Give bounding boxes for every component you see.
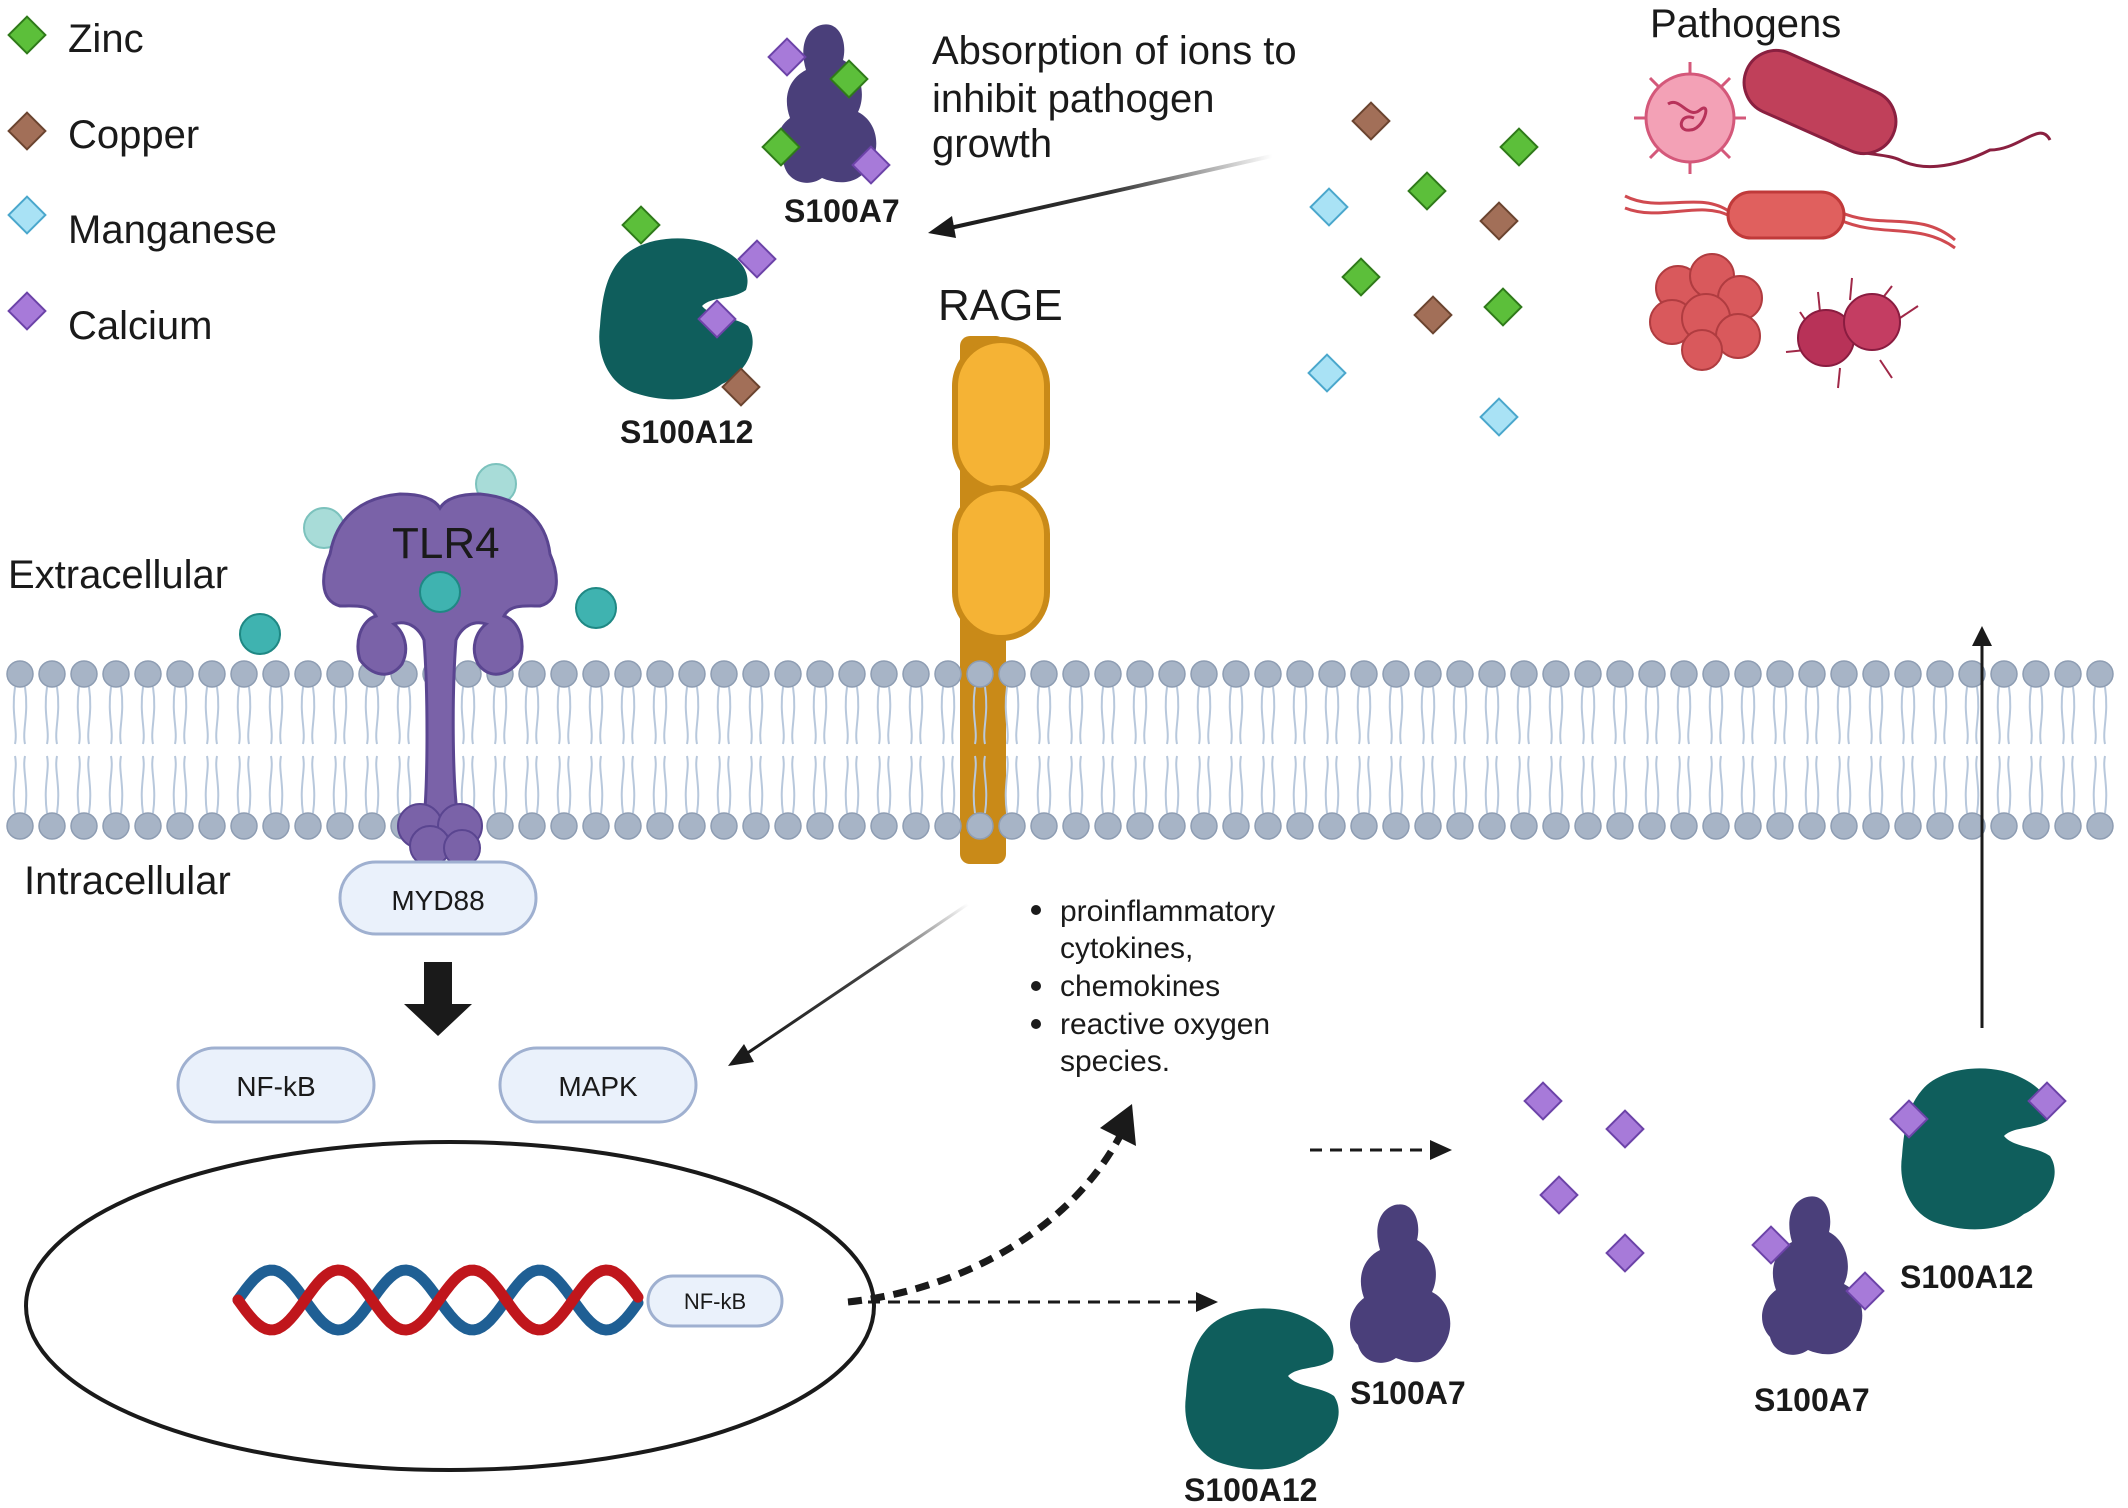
s100a12-bottom-protein: [1185, 1308, 1339, 1470]
mapk-pill: MAPK: [498, 1046, 698, 1124]
nucleus-to-effects-dotted-arrow: [847, 1134, 1124, 1306]
free-ions-top: [1307, 101, 1539, 437]
s100a7-right-protein: [1751, 1196, 1885, 1355]
intracellular-label: Intracellular: [24, 859, 231, 903]
bullet-3-line1: reactive oxygen: [1060, 1008, 1270, 1041]
rage-to-mapk-arrow-head: [728, 1044, 754, 1066]
bacterium-diplococcus-icon: [1785, 277, 1919, 389]
bullet-1-line2: cytokines,: [1060, 932, 1193, 965]
copper-swatch: [7, 111, 47, 151]
legend-label-manganese: Manganese: [68, 208, 277, 252]
legend-label-zinc: Zinc: [68, 17, 144, 61]
legend: Zinc Copper Manganese Calcium: [7, 15, 277, 348]
extracellular-label: Extracellular: [8, 553, 228, 597]
nfkb-label: NF-kB: [236, 1071, 315, 1102]
s100a12-right-label: S100A12: [1900, 1259, 2033, 1295]
rage-domain-upper: [952, 337, 1050, 493]
legend-item-manganese: Manganese: [7, 195, 277, 252]
thick-down-arrow: [404, 962, 472, 1036]
absorption-text-line2: inhibit pathogen: [932, 77, 1214, 121]
tlr4-receptor: [322, 492, 558, 867]
mapk-label: MAPK: [558, 1071, 638, 1102]
s100a12-right-protein: [1889, 1068, 2067, 1230]
s100a7-top-label: S100A7: [784, 193, 900, 229]
virus-icon: [1634, 62, 1746, 174]
s100a12-top-label: S100A12: [620, 414, 753, 450]
secretion-up-arrow-head: [1972, 626, 1992, 646]
free-calcium-ions: [1523, 1081, 1645, 1273]
s100a7-bottom-protein: [1350, 1204, 1451, 1363]
nfkb-dna-pill: NF-kB: [646, 1274, 784, 1328]
calcium-swatch: [7, 291, 47, 331]
dna-helix: [232, 1264, 644, 1336]
absorption-arrow: [949, 154, 1273, 230]
bacterium-flagellated-icon: [1624, 190, 1956, 250]
bullet-2-line1: chemokines: [1060, 970, 1220, 1003]
nucleus: [24, 1140, 876, 1472]
cell-membrane: [6, 660, 2114, 840]
absorption-text-line1: Absorption of ions to: [932, 29, 1297, 73]
nucleus-to-effects-arrow-head: [1100, 1104, 1136, 1146]
s100a12-top-protein: [599, 205, 777, 407]
myd88-label: MYD88: [391, 885, 484, 916]
legend-label-copper: Copper: [68, 113, 199, 157]
bullet-3-line2: species.: [1060, 1045, 1170, 1078]
absorption-arrow-head: [928, 216, 956, 238]
myd88-pill: MYD88: [338, 860, 538, 936]
pathogens-group: [1624, 48, 2052, 389]
rage-label: RAGE: [938, 281, 1063, 330]
rage-to-mapk-arrow: [745, 902, 969, 1056]
s100a7-top-protein: [761, 24, 891, 185]
nfkb-pill: NF-kB: [176, 1046, 376, 1124]
legend-label-calcium: Calcium: [68, 304, 212, 348]
zinc-swatch: [7, 15, 47, 55]
bullet-1-line1: proinflammatory: [1060, 895, 1275, 928]
rage-domain-lower: [952, 485, 1050, 641]
tlr4-label: TLR4: [392, 519, 500, 568]
s100a12-bottom-label: S100A12: [1184, 1472, 1317, 1503]
s100a7-right-label: S100A7: [1754, 1382, 1870, 1418]
pathogens-label: Pathogens: [1650, 2, 1841, 46]
legend-item-zinc: Zinc: [7, 15, 144, 61]
proteins-to-calcium-arrow-head: [1430, 1140, 1452, 1160]
nucleus-to-proteins-arrow-head: [1196, 1292, 1218, 1312]
lps-bound: [419, 571, 461, 613]
legend-item-calcium: Calcium: [7, 291, 212, 348]
s100a7-bottom-label: S100A7: [1350, 1375, 1466, 1411]
effects-list: proinflammatory cytokines, chemokines re…: [1031, 895, 1275, 1078]
nfkb-dna-label: NF-kB: [684, 1289, 746, 1314]
bacterium-cluster-icon: [1649, 253, 1763, 371]
rage-receptor: [952, 336, 1050, 864]
legend-item-copper: Copper: [7, 111, 199, 157]
manganese-swatch: [7, 195, 47, 235]
bacterium-rod-icon: [1742, 48, 2052, 169]
absorption-text-line3: growth: [932, 122, 1052, 166]
